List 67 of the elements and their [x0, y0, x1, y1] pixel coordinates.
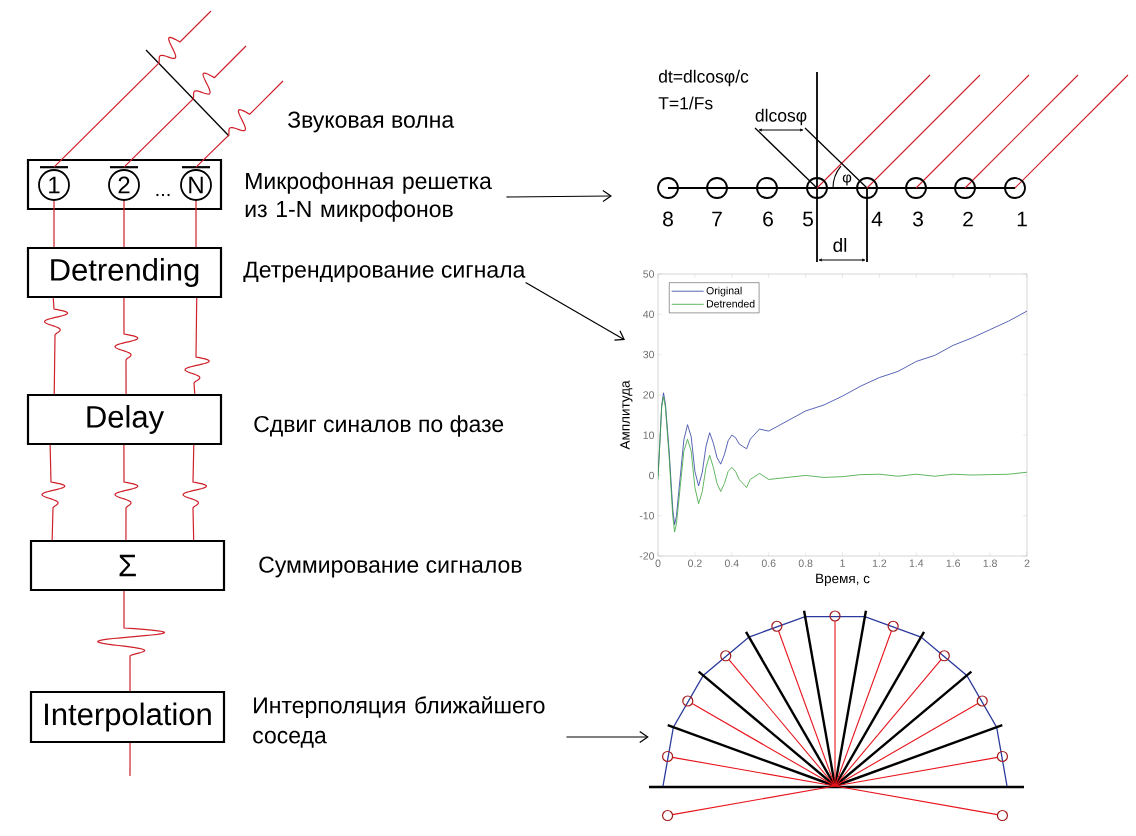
x-tick-label: 1.4: [909, 559, 924, 567]
x-tick-label: 0.8: [798, 559, 813, 567]
signal-line: [195, 80, 284, 168]
number-label: 1: [1017, 211, 1027, 227]
number-label: 3: [912, 211, 923, 227]
dimension-label: dlcosφ: [755, 108, 807, 126]
line-series: [658, 396, 1027, 533]
formula-text: dt=dlcosφ/c: [658, 69, 749, 87]
x-tick-label: 1: [840, 559, 845, 567]
arrow: [505, 190, 612, 203]
y-tick-label: 20: [643, 391, 655, 399]
description-text: Интерполяция ближайшего соседа: [253, 696, 545, 748]
angle-label: φ: [842, 174, 852, 186]
process-box: Interpolation: [29, 690, 226, 744]
x-tick-label: 2: [1024, 559, 1030, 567]
process-box: Delay: [26, 393, 223, 446]
signal-line: [123, 200, 125, 248]
description-text: Сдвиг синалов по фазе: [254, 415, 504, 437]
x-tick-label: 0.2: [688, 559, 702, 567]
y-tick-label: 10: [643, 431, 655, 439]
signal-line: [53, 10, 212, 168]
x-tick-label: 1.2: [872, 559, 887, 567]
dimension-label: dl: [833, 238, 847, 252]
signal-line: [114, 444, 139, 541]
description-text: Детрендирование сигнала: [243, 261, 526, 283]
formula-text: T=1/Fs: [658, 96, 713, 110]
legend-label: Detrended: [706, 299, 755, 308]
signal-line: [123, 45, 247, 168]
number-label: 7: [712, 211, 722, 227]
signal-line: [182, 444, 208, 541]
signal-line: [114, 297, 139, 395]
signal-line: [97, 590, 166, 692]
array-box: [26, 158, 223, 211]
signal-line: [129, 742, 131, 777]
process-box: Detrending: [26, 246, 223, 299]
y-tick-label: 30: [643, 350, 655, 359]
x-axis-title: Время, с: [816, 573, 870, 586]
description-text: Суммирование сигналов: [259, 556, 522, 578]
x-tick-label: 0.4: [724, 559, 739, 567]
number-label: 4: [871, 211, 883, 227]
x-tick-label: 0.6: [761, 559, 776, 567]
y-tick-label: -20: [639, 552, 655, 560]
signal-line: [43, 297, 69, 395]
arrow: [565, 730, 649, 744]
process-box: Σ: [29, 539, 226, 592]
y-axis-title: Амплитуда: [620, 380, 633, 450]
x-tick-label: 0: [655, 559, 661, 567]
number-label: 6: [763, 211, 773, 227]
description-text: Звуковая волна: [287, 111, 455, 133]
description-text: Микрофонная решетка из 1-N микрофонов: [245, 172, 492, 222]
y-tick-label: 50: [643, 270, 655, 278]
signal-line: [184, 297, 210, 395]
x-tick-label: 1.6: [946, 559, 961, 567]
y-tick-label: -10: [639, 512, 655, 520]
signal-line: [195, 200, 197, 248]
number-label: 2: [963, 211, 973, 227]
legend-label: Original: [706, 286, 742, 297]
ellipsis: ...: [156, 193, 170, 197]
arrow: [525, 281, 625, 341]
fan-diagram: [649, 610, 1024, 822]
signal-line: [53, 200, 55, 248]
number-label: 8: [663, 211, 673, 227]
y-tick-label: 40: [643, 310, 655, 319]
number-label: 5: [803, 211, 813, 227]
y-tick-label: 0: [649, 471, 655, 480]
x-tick-label: 1.8: [983, 559, 997, 567]
signal-line: [41, 444, 66, 541]
